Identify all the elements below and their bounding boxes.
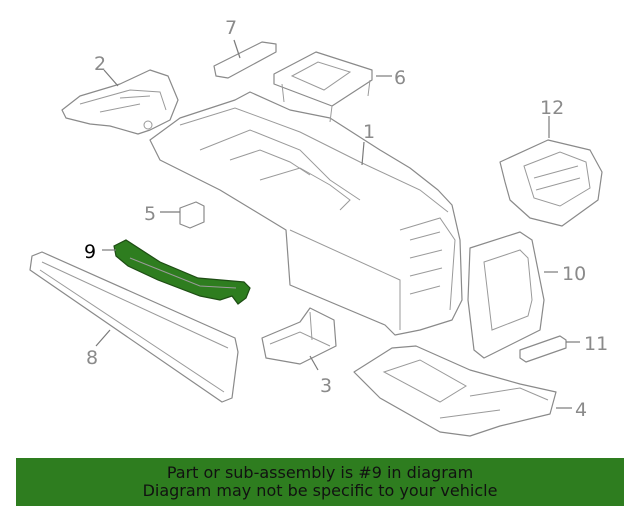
callout-2: 2	[94, 53, 106, 75]
callout-7: 7	[225, 17, 237, 39]
callout-12: 12	[540, 97, 564, 119]
callout-10: 10	[562, 263, 586, 285]
part-11-strip	[519, 335, 567, 363]
part-6-frame	[273, 51, 373, 123]
callout-3: 3	[320, 375, 332, 397]
part-1-center-console	[149, 91, 463, 336]
part-5-clip	[179, 201, 205, 229]
callout-9: 9	[84, 241, 96, 263]
part-8-trim-panel	[29, 251, 239, 403]
part-4-base-tray	[353, 345, 557, 437]
callout-5: 5	[144, 203, 156, 225]
exploded-parts-illustration: 1 2 3 4 5 6 7 8 9 10 11 12	[29, 17, 608, 437]
part-3-bracket	[261, 307, 337, 365]
callout-6: 6	[394, 67, 406, 89]
part-12-rear-vent	[499, 139, 603, 227]
info-banner: Part or sub-assembly is #9 in diagram Di…	[16, 458, 624, 506]
part-10-rear-panel	[467, 231, 545, 359]
part-2-bracket	[61, 69, 179, 135]
callout-4: 4	[575, 399, 587, 421]
callout-1: 1	[363, 121, 375, 143]
banner-line-1: Part or sub-assembly is #9 in diagram	[166, 463, 474, 482]
part-7-clip	[213, 41, 277, 79]
callout-8: 8	[86, 347, 98, 369]
banner-line-2: Diagram may not be specific to your vehi…	[142, 481, 498, 500]
callout-11: 11	[584, 333, 608, 355]
leader-lines	[95, 39, 580, 409]
part-9-highlighted-trim	[113, 239, 251, 305]
